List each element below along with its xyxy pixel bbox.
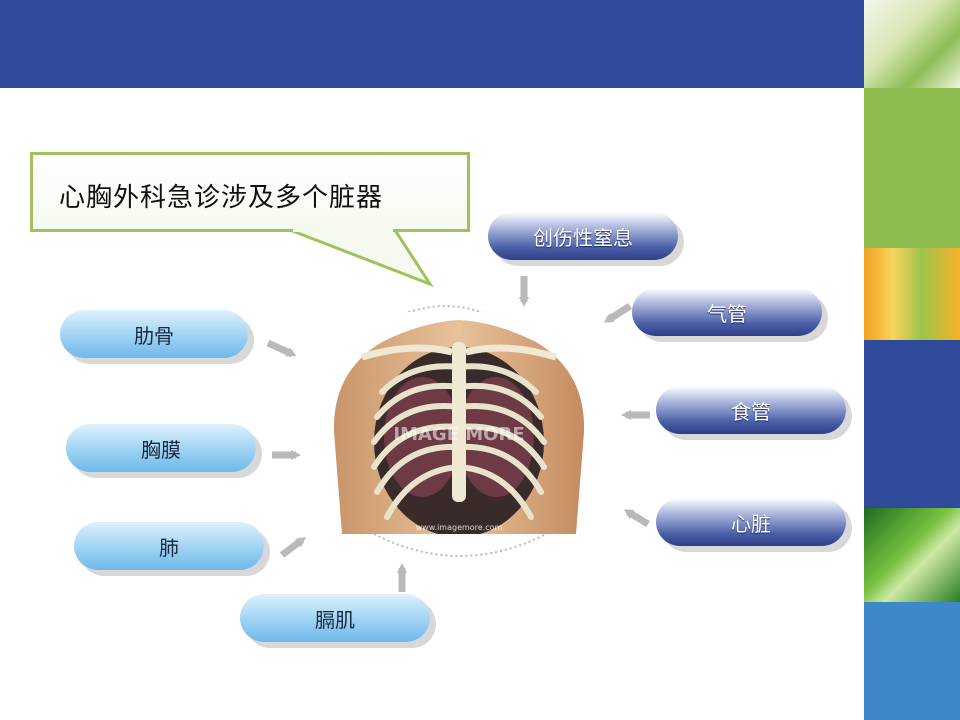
arrow-lung [279,537,306,558]
organ-heart-label: 心脏 [731,511,771,536]
organ-heart: 心脏 [656,498,846,546]
arrow-trachea [603,303,632,323]
organ-pleura: 胸膜 [66,424,256,472]
watermark-text: IMAGE MORE [393,424,524,445]
side-green-block [864,88,960,248]
organ-trachea-label: 气管 [707,301,747,326]
side-plant-image [864,248,960,340]
organ-esophagus-label: 食管 [731,399,771,424]
side-leaf-image [864,0,960,88]
organ-esophagus: 食管 [656,386,846,434]
organ-rib-label: 肋骨 [134,323,174,348]
ribcage-illustration: IMAGE MORE www.imagemore.com [322,312,596,534]
arrow-heart [623,508,650,528]
organ-traumatic-asphyxia: 创伤性窒息 [488,212,678,260]
organ-diaphragm: 膈肌 [240,594,430,642]
organ-pleura-label: 胸膜 [141,437,181,462]
organ-trachea: 气管 [632,288,822,336]
organ-lung: 肺 [74,522,264,570]
organ-lung-label: 肺 [159,535,179,560]
side-leaf-drop-image [864,508,960,602]
organ-diaphragm-label: 膈肌 [315,607,355,632]
organ-rib: 肋骨 [60,310,248,358]
organ-traumatic-asphyxia-label: 创伤性窒息 [533,225,633,250]
callout-tail-cover [293,228,393,232]
arrow-rib [266,339,297,358]
side-lightblue-block [864,602,960,720]
callout-text: 心胸外科急诊涉及多个脏器 [59,183,384,213]
header-bar [0,0,864,88]
side-blue-block [864,340,960,508]
bottom-dotted-arc [373,533,547,557]
watermark-url: www.imagemore.com [416,523,503,532]
callout-box: 心胸外科急诊涉及多个脏器 [30,152,470,232]
